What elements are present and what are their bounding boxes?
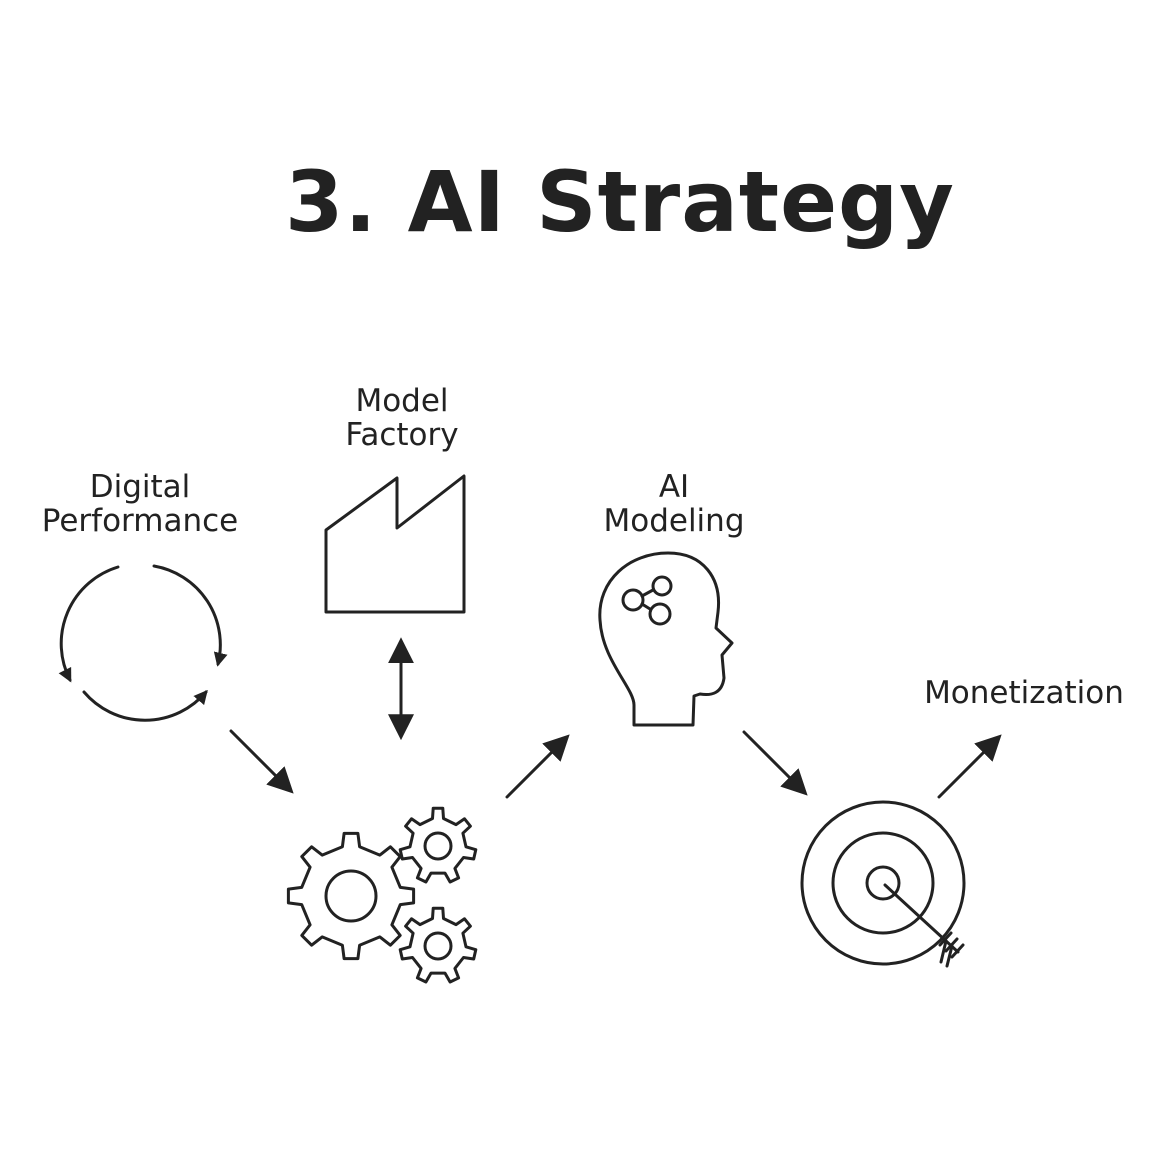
- gear-hole: [423, 831, 453, 861]
- gears-icon: [286, 806, 478, 984]
- head-network-icon: [598, 551, 734, 727]
- label-monetization: Monetization: [904, 676, 1144, 710]
- gear-hole: [423, 931, 453, 961]
- arrow-down-right-icon: [229, 729, 294, 794]
- label-line: Digital: [89, 469, 191, 505]
- gear-shape: [398, 906, 478, 984]
- label-model-factory: Model Factory: [300, 384, 504, 452]
- gear-hole: [324, 869, 378, 923]
- gear-shape: [286, 831, 416, 961]
- label-ai-modeling: AI Modeling: [574, 470, 774, 538]
- label-digital-performance: Digital Performance: [20, 470, 260, 538]
- label-line: AI: [658, 469, 690, 505]
- cycle-arrows-icon: [58, 564, 228, 722]
- gear-shape: [398, 806, 478, 884]
- label-line: Performance: [41, 503, 239, 539]
- label-line: Factory: [345, 417, 459, 453]
- arrow-down-right-icon: [742, 730, 808, 796]
- arrow-up-right-icon: [505, 734, 570, 799]
- label-line: Model: [355, 383, 449, 419]
- label-line: Modeling: [603, 503, 745, 539]
- arrow-up-right-icon: [937, 734, 1002, 799]
- page-title: 3. AI Strategy: [285, 153, 955, 251]
- target-arrow-icon: [800, 800, 966, 968]
- label-line: Monetization: [924, 675, 1124, 711]
- factory-icon: [324, 474, 466, 614]
